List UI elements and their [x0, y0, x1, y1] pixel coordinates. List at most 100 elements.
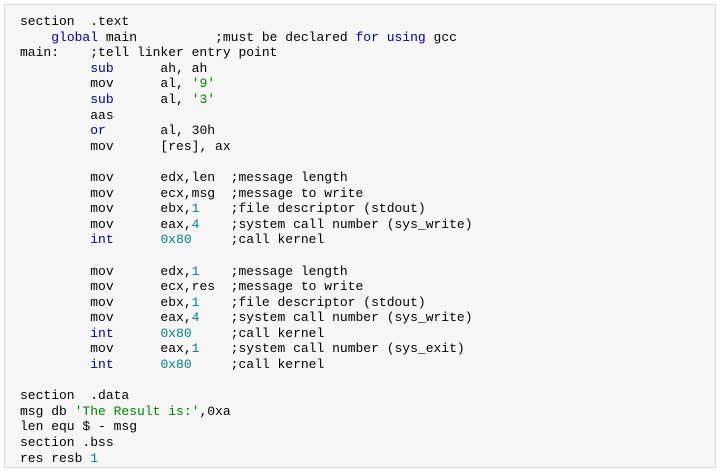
code-token-plain — [20, 326, 90, 341]
code-token-plain: mov — [90, 185, 114, 201]
code-token-plain — [20, 217, 90, 232]
code-token-plain — [20, 139, 90, 154]
code-token-plain — [199, 217, 230, 232]
code-token-num: 0x80 — [160, 325, 192, 341]
code-token-cmt: ;message to write — [230, 185, 364, 201]
code-token-plain: mov — [90, 169, 114, 185]
code-block: section .text global main ;must be decla… — [4, 4, 716, 468]
code-token-kw: for — [355, 29, 379, 45]
code-line: global main ;must be declared for using … — [20, 30, 473, 46]
code-line: aas — [20, 108, 473, 124]
code-token-plain: res resb — [20, 450, 91, 466]
code-token-cmt: ;message to write — [230, 279, 364, 295]
code-line: mov ecx,msg ;message to write — [20, 186, 473, 202]
code-token-plain — [20, 186, 90, 201]
code-token-plain: main — [98, 29, 216, 45]
code-token-plain: eax, — [113, 310, 192, 326]
code-line — [20, 154, 473, 170]
code-token-plain: len equ $ - msg — [20, 419, 138, 435]
code-token-plain: mov — [90, 263, 114, 279]
code-token-plain: section .text — [20, 14, 130, 29]
code-token-plain: mov — [90, 310, 114, 326]
code-token-plain: section .data — [20, 388, 130, 404]
code-token-num: 0x80 — [160, 357, 192, 373]
code-token-plain: section .bss — [20, 435, 114, 451]
code-token-plain: eax, — [113, 341, 192, 357]
code-token-num: 4 — [191, 216, 200, 232]
code-token-kw: int — [90, 325, 114, 341]
code-token-plain: al, — [113, 76, 192, 92]
code-token-cmt: ;file descriptor (stdout) — [230, 201, 426, 217]
code-token-plain — [20, 123, 90, 138]
code-line: len equ $ - msg — [20, 419, 473, 435]
code-token-plain: msg db — [20, 403, 75, 419]
code-token-plain: al, — [113, 91, 192, 107]
code-line: msg db 'The Result is:',0xa — [20, 404, 473, 420]
code-line: res resb 1 — [20, 451, 473, 467]
code-line: section .data — [20, 388, 473, 404]
code-token-plain: mov — [90, 76, 114, 92]
code-line: section .text — [20, 14, 473, 30]
code-token-num: 1 — [90, 450, 99, 466]
code-line: mov ebx,1 ;file descriptor (stdout) — [20, 295, 473, 311]
code-token-plain: aas — [90, 107, 114, 123]
code-line — [20, 373, 473, 389]
code-token-kw: sub — [90, 91, 114, 107]
code-token-num: 1 — [191, 294, 200, 310]
code-line: mov edx,len ;message length — [20, 170, 473, 186]
code-token-plain: [res], ax — [113, 138, 231, 154]
code-line: int 0x80 ;call kernel — [20, 326, 473, 342]
code-token-plain — [199, 310, 230, 325]
code-token-cmt: ;must be declared — [215, 29, 356, 45]
code-token-cmt: ;message length — [230, 263, 348, 279]
code-token-plain — [20, 170, 90, 185]
code-token-plain: edx, — [113, 263, 192, 279]
code-line: mov eax,4 ;system call number (sys_write… — [20, 310, 473, 326]
code-token-plain: ecx,res — [113, 279, 231, 295]
code-token-plain: mov — [90, 138, 114, 154]
code-token-plain — [20, 30, 51, 45]
assembly-source-code: section .text global main ;must be decla… — [20, 14, 473, 466]
code-line: int 0x80 ;call kernel — [20, 357, 473, 373]
code-token-plain — [199, 295, 230, 310]
code-token-plain — [20, 92, 90, 107]
code-token-kw: int — [90, 357, 114, 373]
code-line: sub al, '3' — [20, 92, 473, 108]
code-token-plain — [114, 232, 161, 247]
code-token-kw: int — [90, 232, 114, 248]
code-token-plain — [20, 108, 90, 123]
code-line: mov ebx,1 ;file descriptor (stdout) — [20, 201, 473, 217]
code-token-plain — [114, 326, 161, 341]
code-token-cmt: ;tell linker entry point — [90, 45, 278, 61]
code-token-kw: sub — [90, 60, 114, 76]
code-token-num: 0x80 — [160, 232, 192, 248]
code-token-kw: global — [51, 29, 99, 45]
code-token-plain: mov — [90, 279, 114, 295]
code-token-num: 1 — [191, 341, 200, 357]
code-token-kw: or — [90, 123, 106, 139]
code-token-cmt: ;call kernel — [230, 325, 325, 341]
code-token-cmt: gcc — [425, 29, 457, 45]
code-token-plain — [192, 232, 231, 247]
code-token-plain — [192, 357, 231, 372]
code-token-cmt: ;system call number (sys_write) — [230, 216, 473, 232]
code-line: mov edx,1 ;message length — [20, 264, 473, 280]
code-token-str: 'The Result is:' — [74, 403, 200, 419]
code-token-plain — [20, 201, 90, 216]
code-token-plain: ah, ah — [113, 60, 208, 76]
code-token-plain — [20, 279, 90, 294]
code-token-plain — [192, 326, 231, 341]
code-token-plain — [114, 357, 161, 372]
code-token-plain — [199, 201, 230, 216]
code-token-plain: ecx,msg — [113, 185, 231, 201]
code-token-kw: using — [386, 29, 426, 45]
code-token-plain — [20, 357, 90, 372]
code-token-plain: mov — [90, 341, 114, 357]
code-token-plain: mov — [90, 294, 114, 310]
code-token-str: '3' — [191, 91, 216, 107]
code-token-cmt: ;message length — [230, 169, 348, 185]
code-token-plain: ,0xa — [199, 403, 231, 419]
code-token-cmt: ;system call number (sys_write) — [230, 310, 473, 326]
code-token-cmt: ;file descriptor (stdout) — [230, 294, 426, 310]
code-token-plain — [20, 264, 90, 279]
